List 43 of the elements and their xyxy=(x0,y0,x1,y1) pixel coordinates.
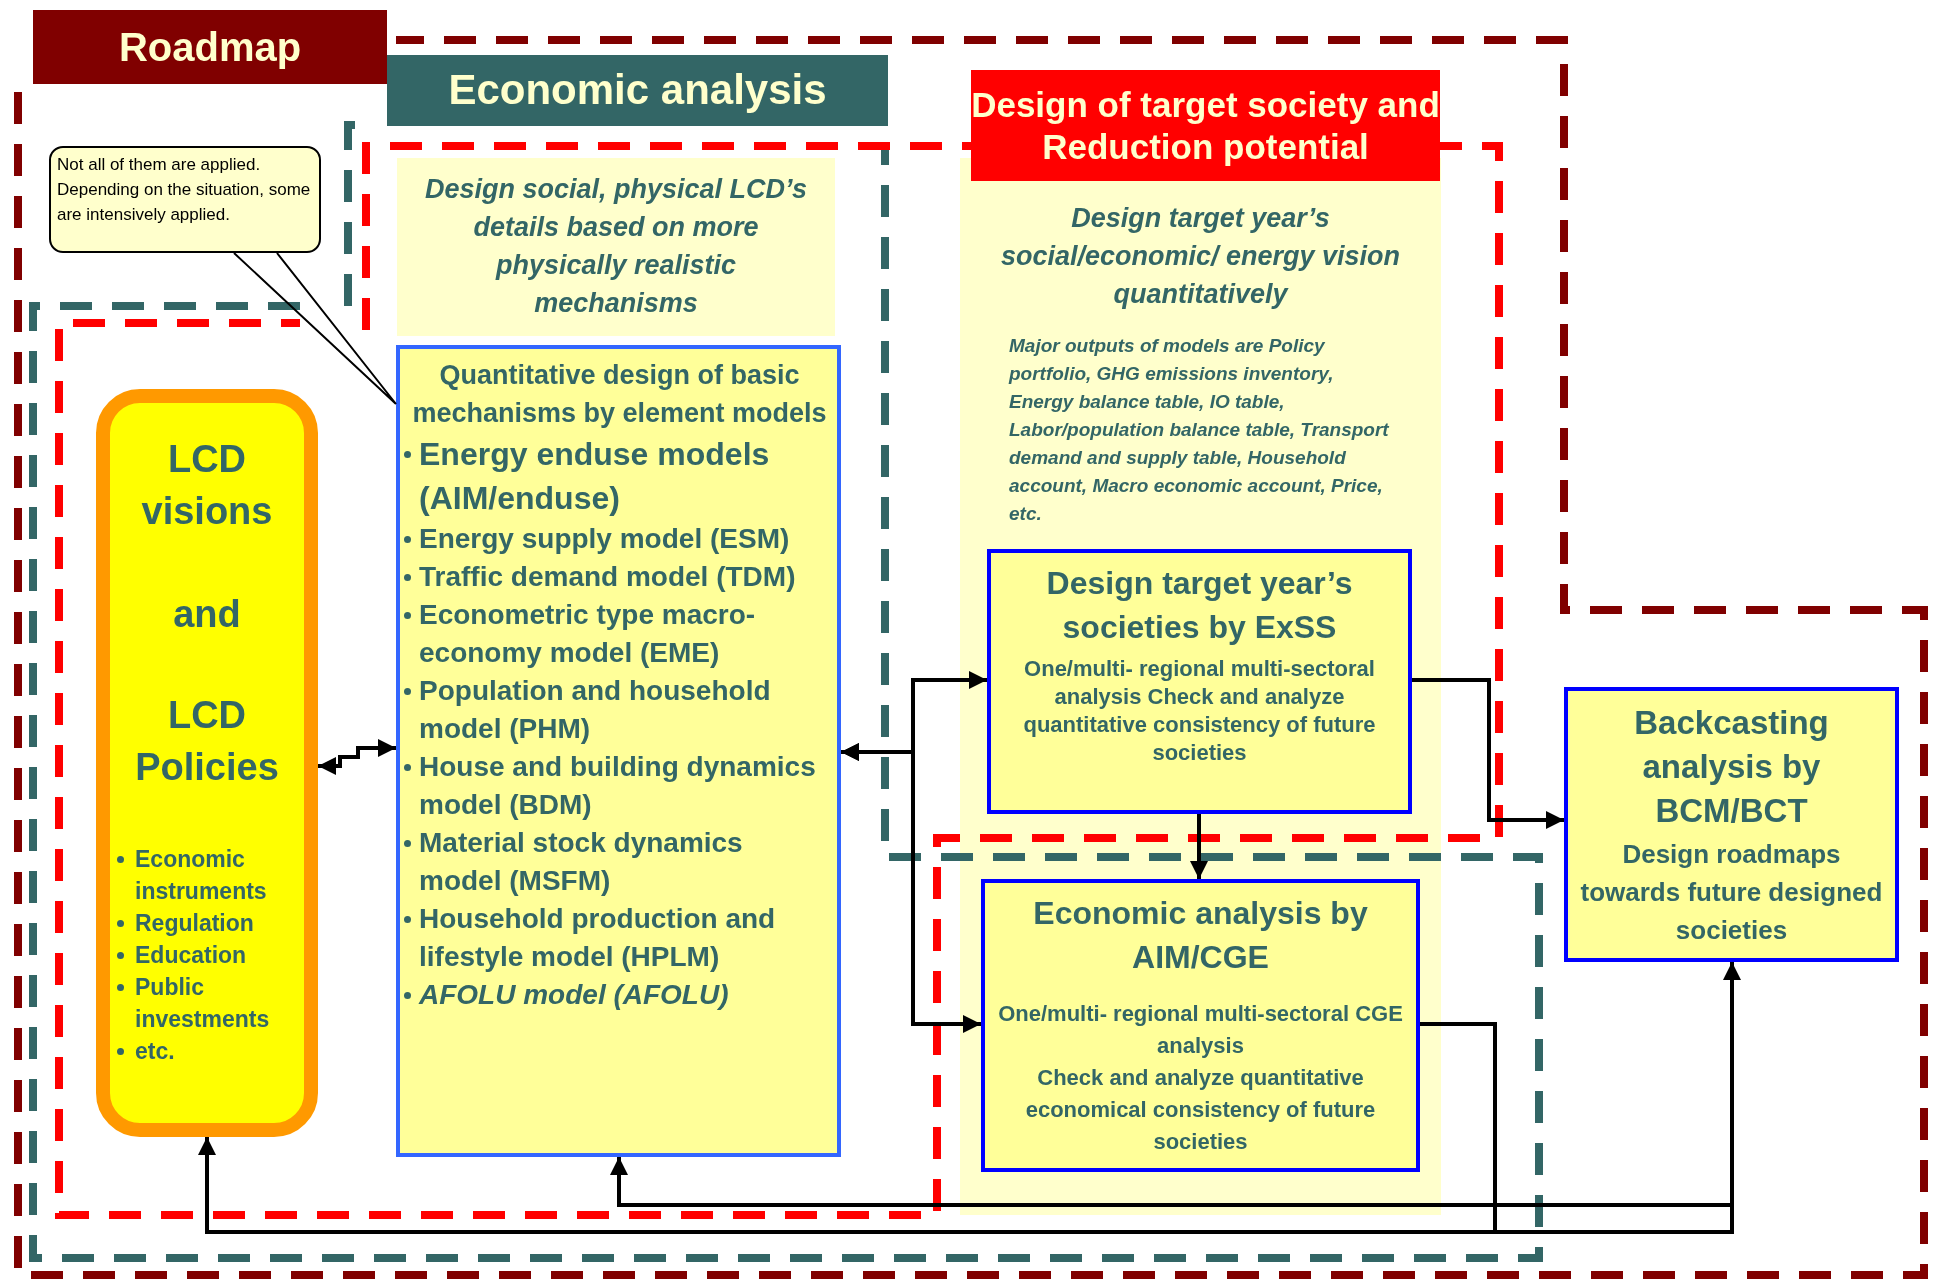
box-heading: Backcasting analysis by BCM/BCT xyxy=(1633,703,1830,831)
leader-line xyxy=(233,252,397,405)
bullet-item: House and building dynamics model (BDM) xyxy=(400,748,831,824)
bullet-item: Economic instruments xyxy=(114,843,300,907)
arrow xyxy=(610,1022,1734,1234)
process-box xyxy=(981,879,1420,1172)
box-heading: Quantitative design of basic mechanisms by element models xyxy=(411,359,828,430)
title-text: LCD Policies xyxy=(134,693,280,790)
panel-note: Major outputs of models are Policy portfolio, GHG emissions inventory, Energy balance table, IO table, Labor/population balance table, Transport demand and supply table, Household account, Macro economic account, Price, etc. xyxy=(1007,334,1390,526)
header-label: Economic analysis xyxy=(448,65,827,116)
bullet-item: etc. xyxy=(114,1035,300,1067)
box-text: One/multi- regional multi-sectoral CGE analysis xyxy=(997,1000,1404,1060)
title-text: LCD visions xyxy=(140,437,274,534)
bullet-item: Household production and lifestyle model (HPLM) xyxy=(400,900,831,976)
bullet-item: Energy supply model (ESM) xyxy=(400,520,831,558)
bullet-item: Material stock dynamics model (MSFM) xyxy=(400,824,831,900)
bullet-item: AFOLU model (AFOLU) xyxy=(400,976,831,1014)
title-text: and xyxy=(172,592,242,637)
box-text: One/multi- regional multi-sectoral analysis Check and analyze quantitative consistency of future societies xyxy=(1022,655,1377,767)
box-text: Check and analyze quantitative economical consistency of future societies xyxy=(1024,1064,1377,1156)
process-box xyxy=(987,549,1412,814)
process-box xyxy=(1564,687,1899,962)
box-text: Design roadmaps towards future designed societies xyxy=(1579,838,1884,947)
panel-background xyxy=(397,158,835,336)
bullet-item: Energy enduse models (AIM/enduse) xyxy=(400,432,831,520)
panel-heading: Design target year’s social/economic/ energy vision quantitatively xyxy=(999,202,1402,311)
callout-bubble xyxy=(49,146,321,253)
header-label: Roadmap xyxy=(118,24,302,71)
arrow xyxy=(318,739,396,775)
rounded-box xyxy=(96,389,318,1137)
bullet-item: Education xyxy=(114,939,300,971)
arrow xyxy=(1190,814,1208,879)
callout-text: Not all of them are applied. Depending on the situation, some are intensively applied. xyxy=(57,154,312,226)
bullet-item: Traffic demand model (TDM) xyxy=(400,558,831,596)
box-heading: Design target year’s societies by ExSS xyxy=(1045,564,1354,647)
box-heading: Economic analysis by AIM/CGE xyxy=(1032,894,1369,977)
header-label: Design of target society and Reduction potential xyxy=(971,83,1440,168)
bullet-item: Population and household model (PHM) xyxy=(400,672,831,748)
bullet-item: Regulation xyxy=(114,907,300,939)
arrow xyxy=(1412,678,1564,829)
process-box xyxy=(396,345,841,1157)
panel-heading: Design social, physical LCD’s details based on more physically realistic mechanisms xyxy=(423,173,809,320)
bullet-item: Econometric type macro-economy model (EME) xyxy=(400,596,831,672)
